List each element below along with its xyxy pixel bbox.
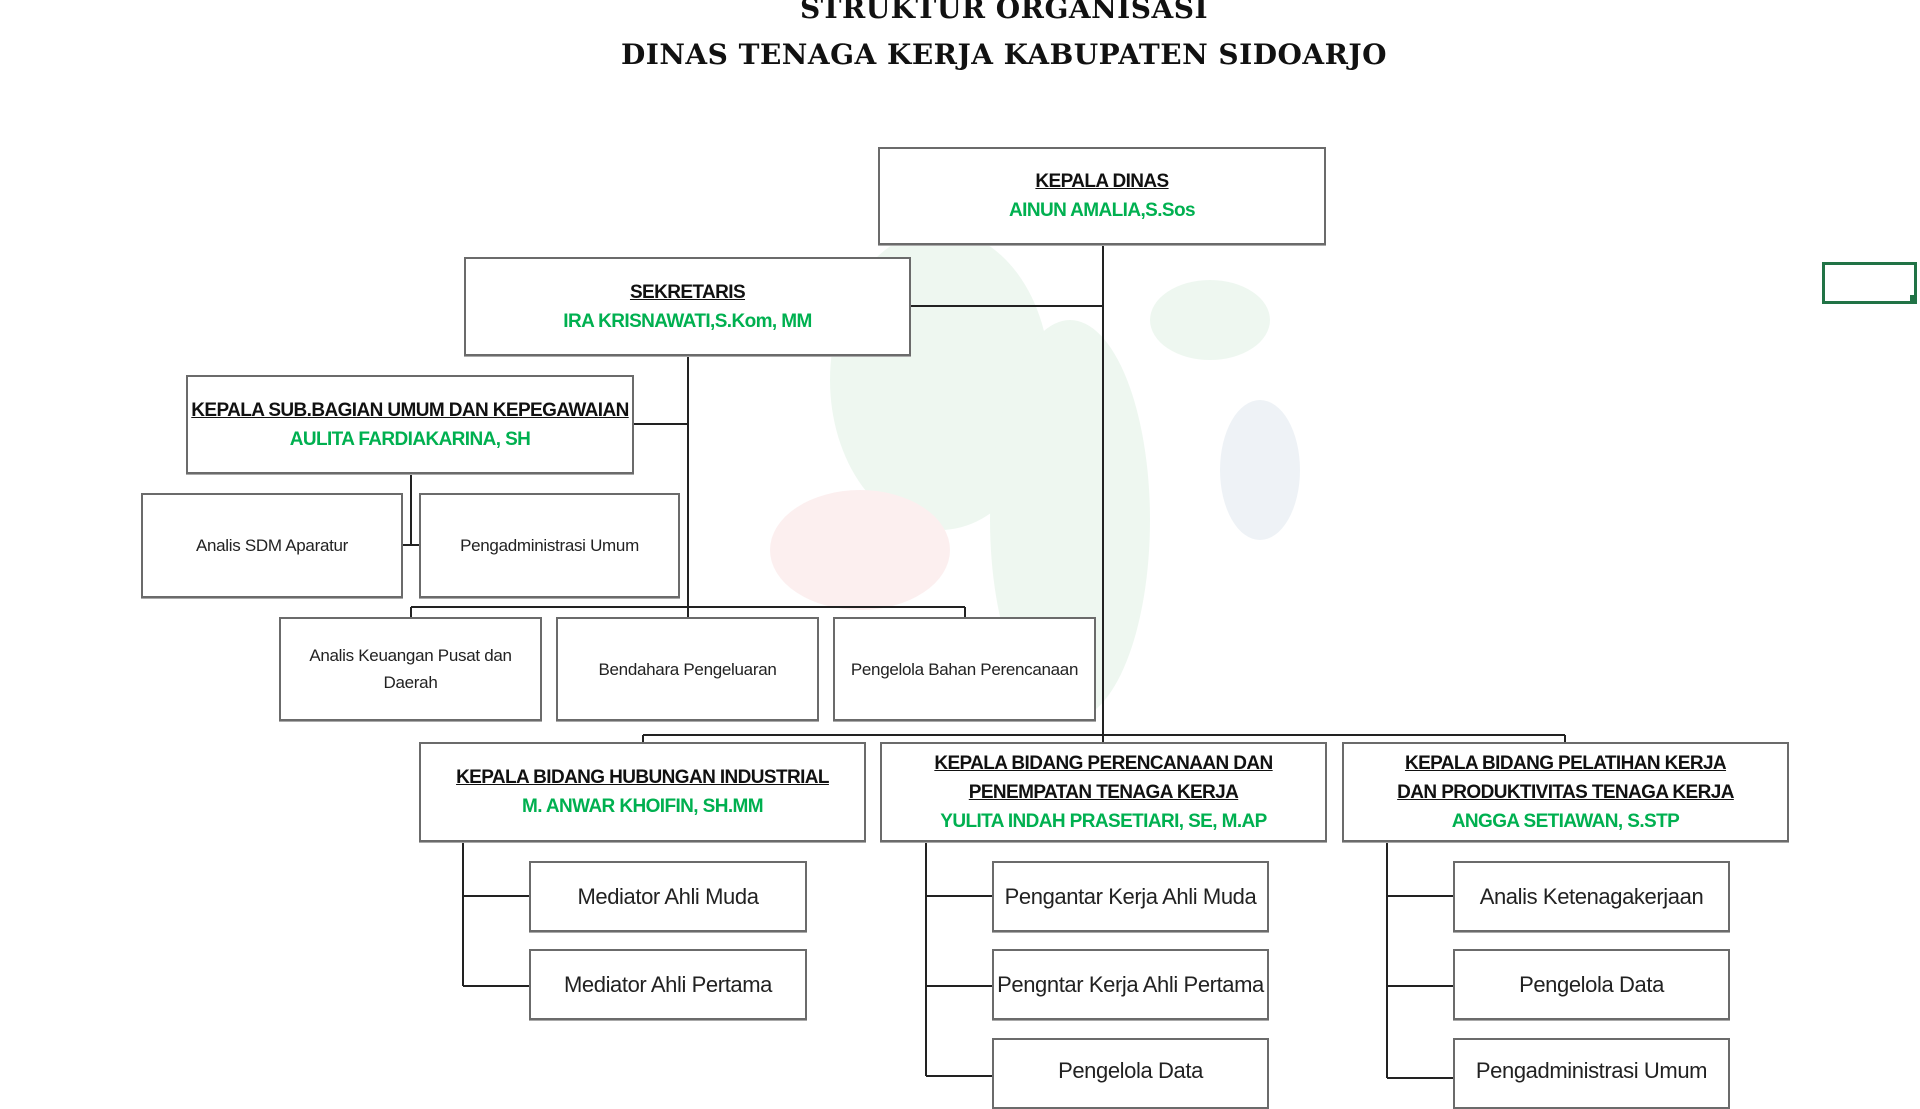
- official-name: ANGGA SETIAWAN, S.STP: [1451, 810, 1680, 832]
- staff-label: Pengelola Data: [1058, 1058, 1203, 1083]
- staff-box: Mediator Ahli Muda: [529, 861, 807, 932]
- position-title: KEPALA BIDANG PERENCANAAN DAN PENEMPATAN…: [934, 752, 1273, 803]
- staff-box: Pengelola Data: [1453, 949, 1730, 1020]
- staff-box: Pengelola Data: [992, 1038, 1269, 1109]
- official-name: AINUN AMALIA,S.Sos: [1009, 200, 1195, 221]
- staff-label: Pengadministrasi Umum: [460, 536, 639, 555]
- selected-cell[interactable]: [1822, 262, 1917, 304]
- position-title: KEPALA DINAS: [1035, 171, 1169, 192]
- staff-label: Pengadministrasi Umum: [1475, 1058, 1708, 1083]
- staff-label: Mediator Ahli Muda: [577, 883, 759, 909]
- staff-box: Pengadministrasi Umum: [419, 493, 680, 598]
- kepala-dinas-box: KEPALA DINAS AINUN AMALIA,S.Sos: [878, 147, 1326, 245]
- staff-label: Pengelola Bahan Perencanaan: [850, 659, 1079, 679]
- staff-label: Mediator Ahli Pertama: [563, 971, 773, 997]
- staff-box: Analis Ketenagakerjaan: [1453, 861, 1730, 932]
- kabid-hubungan-industrial-box: KEPALA BIDANG HUBUNGAN INDUSTRIAL M. ANW…: [419, 742, 866, 842]
- connector-lines: [403, 245, 1566, 1079]
- chart-title-line1: STRUKTUR ORGANISASI: [799, 0, 1209, 25]
- sekretaris-box: SEKRETARIS IRA KRISNAWATI,S.Kom, MM: [464, 257, 911, 356]
- fill-handle[interactable]: [1910, 295, 1917, 302]
- staff-label: Pengantar Kerja Ahli Muda: [1004, 883, 1257, 909]
- position-title: SEKRETARIS: [629, 281, 746, 303]
- staff-box: Mediator Ahli Pertama: [529, 949, 807, 1020]
- staff-label: Pengntar Kerja Ahli Pertama: [997, 971, 1264, 997]
- official-name: M. ANWAR KHOIFIN, SH.MM: [522, 796, 764, 817]
- position-title: KEPALA BIDANG PELATIHAN KERJA DAN PRODUK…: [1397, 752, 1734, 803]
- staff-box: Pengntar Kerja Ahli Pertama: [992, 949, 1269, 1020]
- official-name: YULITA INDAH PRASETIARI, SE, M.AP: [940, 810, 1267, 832]
- kabid-pelatihan-box: KEPALA BIDANG PELATIHAN KERJA DAN PRODUK…: [1342, 742, 1789, 842]
- position-title: KEPALA SUB.BAGIAN UMUM DAN KEPEGAWAIAN: [191, 399, 629, 421]
- position-title: KEPALA BIDANG HUBUNGAN INDUSTRIAL: [456, 767, 829, 788]
- staff-box: Pengantar Kerja Ahli Muda: [992, 861, 1269, 932]
- kabid-perencanaan-box: KEPALA BIDANG PERENCANAAN DAN PENEMPATAN…: [880, 742, 1327, 842]
- kasubag-box: KEPALA SUB.BAGIAN UMUM DAN KEPEGAWAIAN A…: [186, 375, 634, 474]
- official-name: AULITA FARDIAKARINA, SH: [289, 428, 531, 450]
- staff-box: Bendahara Pengeluaran: [556, 617, 819, 721]
- chart-title-line2: DINAS TENAGA KERJA KABUPATEN SIDOARJO: [620, 38, 1388, 71]
- staff-box: Analis SDM Aparatur: [141, 493, 403, 598]
- staff-box: Analis Keuangan Pusat dan Daerah: [279, 617, 542, 721]
- official-name: IRA KRISNAWATI,S.Kom, MM: [563, 310, 812, 332]
- staff-label: Analis Keuangan Pusat dan Daerah: [309, 646, 512, 692]
- staff-box: Pengadministrasi Umum: [1453, 1038, 1730, 1109]
- staff-box: Pengelola Bahan Perencanaan: [833, 617, 1096, 721]
- staff-label: Bendahara Pengeluaran: [598, 659, 777, 679]
- staff-label: Pengelola Data: [1519, 971, 1664, 997]
- staff-label: Analis SDM Aparatur: [195, 536, 349, 555]
- staff-label: Analis Ketenagakerjaan: [1479, 883, 1704, 909]
